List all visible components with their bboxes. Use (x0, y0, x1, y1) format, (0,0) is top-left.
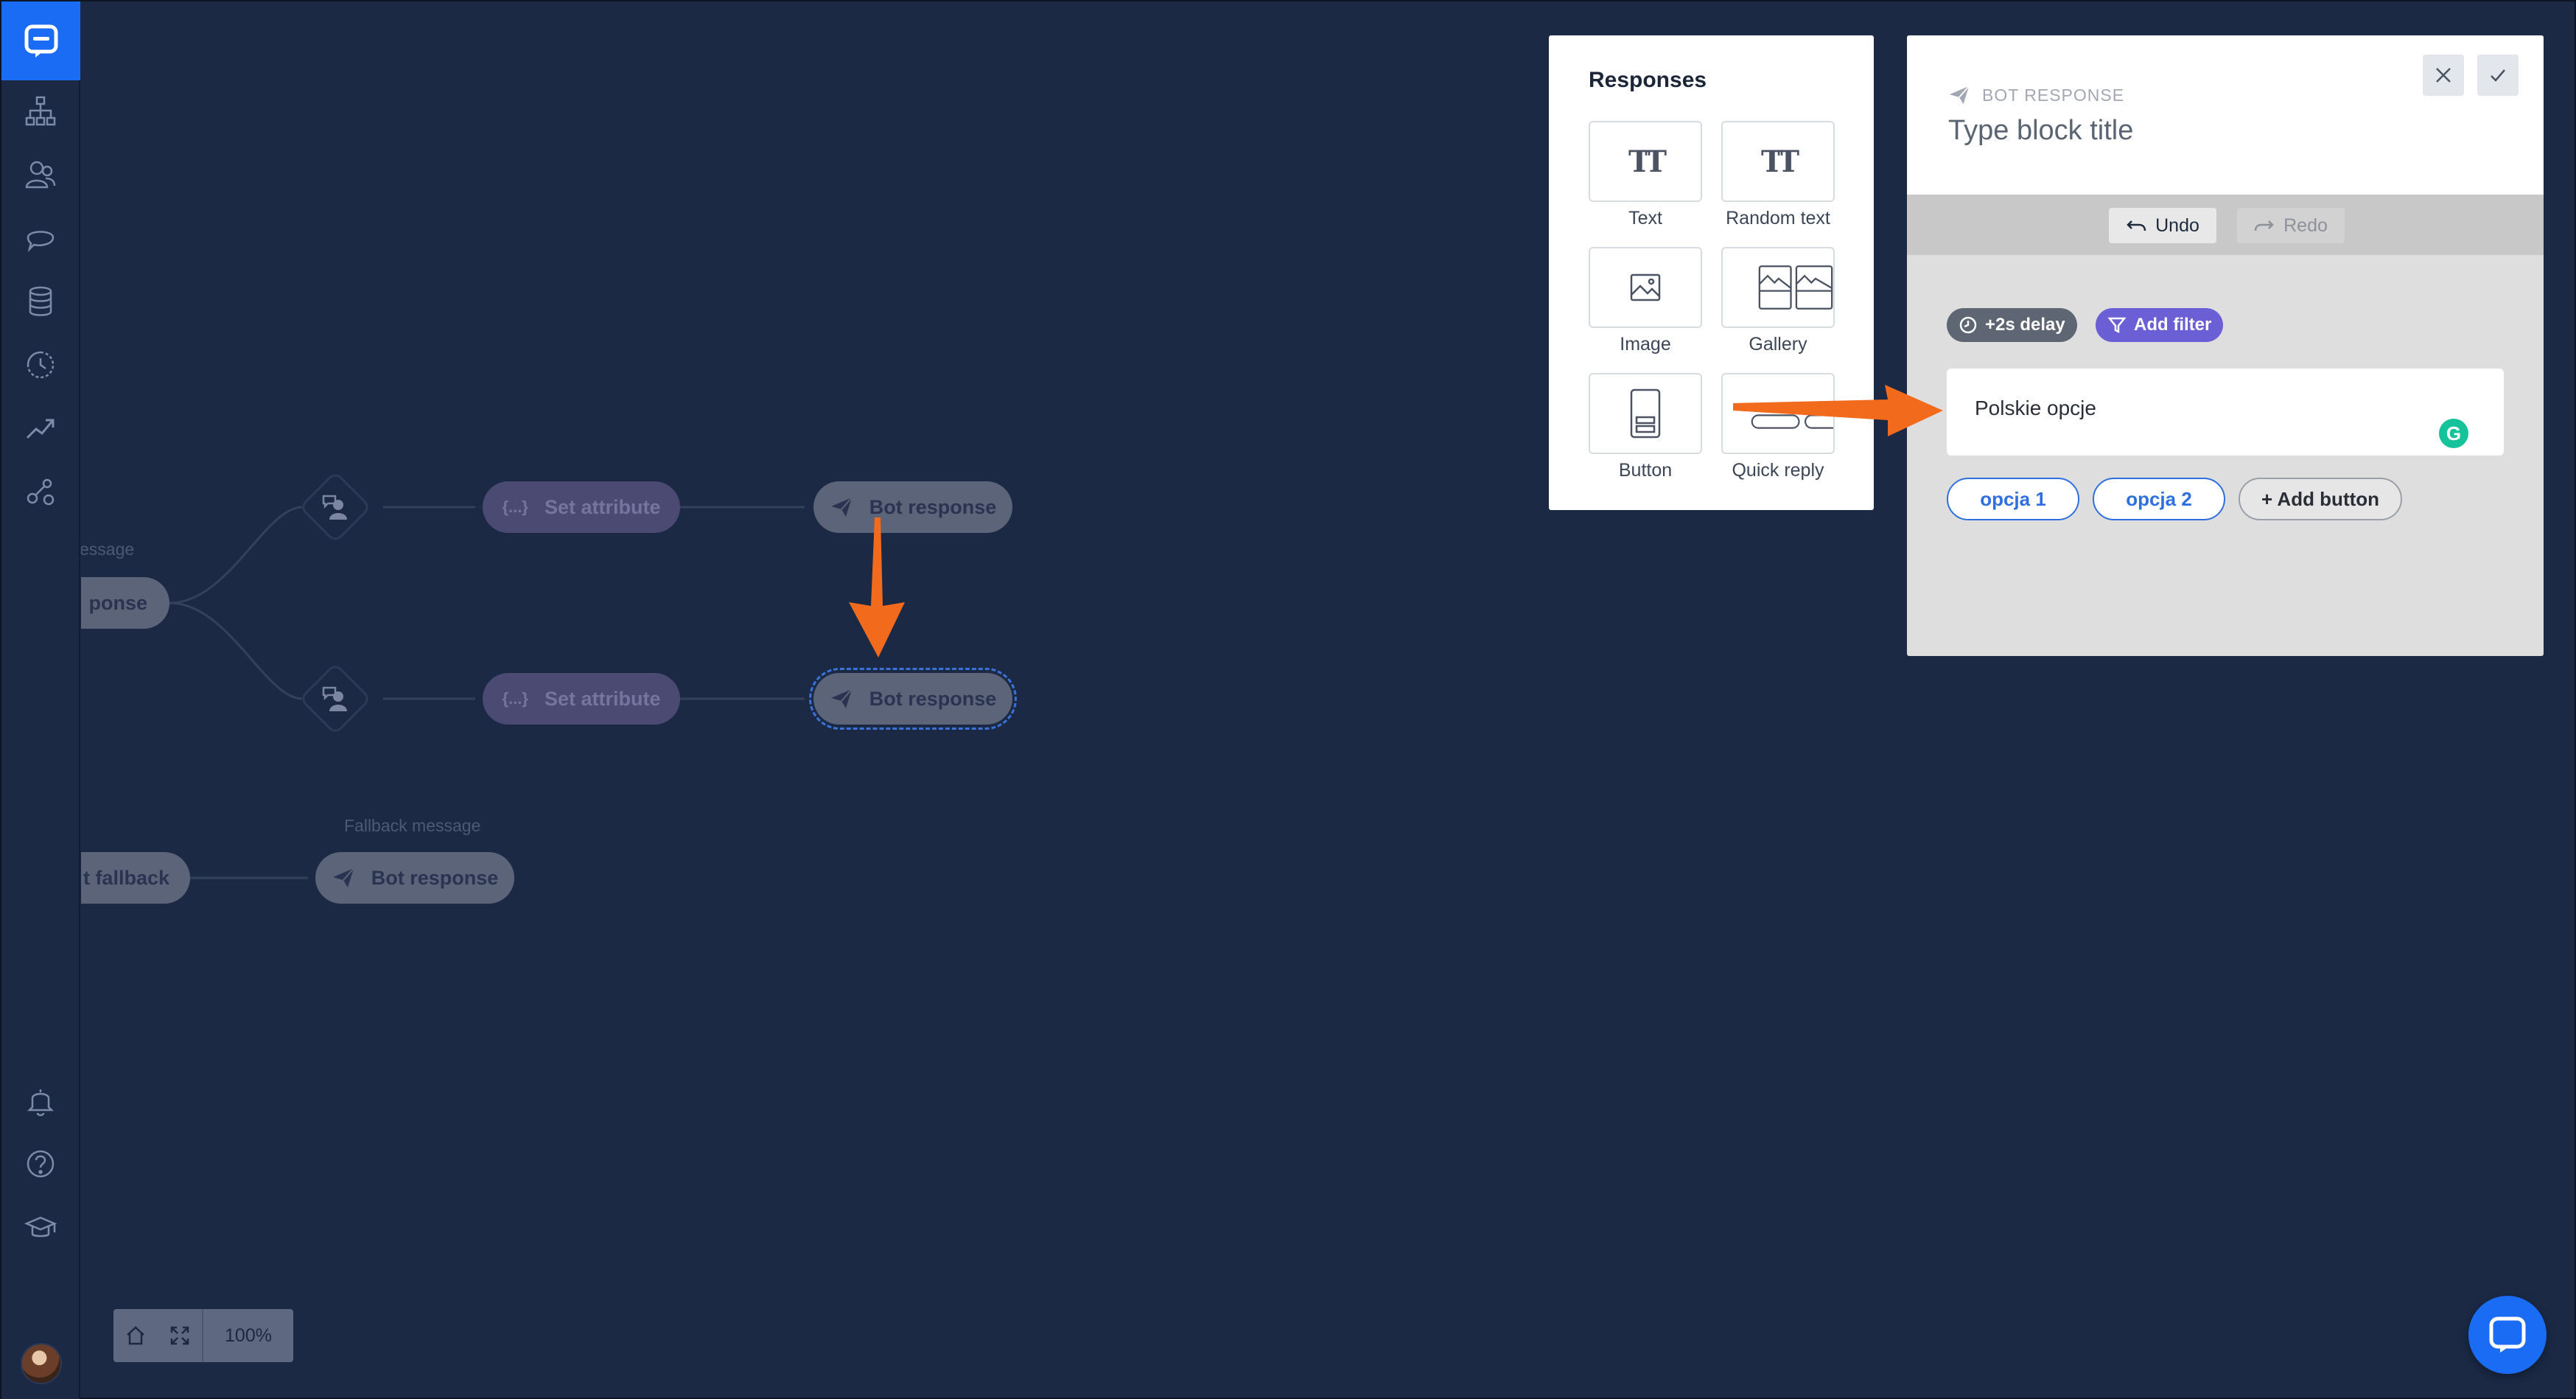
block-title-input[interactable]: Type block title (1948, 115, 2134, 146)
node-label: Bot response (371, 866, 499, 889)
bell-icon[interactable] (21, 1081, 60, 1120)
redo-button[interactable]: Redo (2237, 208, 2345, 243)
chat-bubble-icon[interactable] (21, 218, 60, 258)
avatar[interactable] (21, 1343, 62, 1384)
user-chat-icon (315, 677, 356, 719)
toolbar-divider (202, 1309, 203, 1362)
confirm-button[interactable] (2477, 55, 2519, 96)
quick-reply-icon (1721, 373, 1835, 454)
paper-plane-icon (1949, 86, 1970, 105)
response-label: Gallery (1749, 334, 1807, 355)
paper-plane-icon (332, 866, 355, 890)
paper-plane-icon (830, 687, 853, 711)
editor-header: BOT RESPONSE Type block title (1907, 35, 2544, 195)
bot-response-node[interactable]: Bot response (813, 481, 1012, 533)
set-attribute-node[interactable]: {...} Set attribute (483, 673, 680, 725)
node-label: Bot response (869, 687, 997, 710)
database-icon[interactable] (21, 282, 60, 321)
flow-connectors (169, 506, 805, 879)
fallback-bot-response-node[interactable]: Bot response (315, 852, 514, 904)
image-icon (1589, 247, 1702, 328)
undo-button[interactable]: Undo (2109, 208, 2216, 243)
chat-logo-icon[interactable] (1, 1, 80, 80)
undo-label: Undo (2155, 214, 2199, 236)
sitemap-icon[interactable] (21, 91, 60, 131)
responses-title: Responses (1589, 68, 1707, 92)
message-text[interactable]: Polskie opcje (1975, 397, 2096, 419)
user-chat-icon (315, 486, 356, 527)
node-label: ponse (88, 591, 147, 614)
chat-widget-icon (2489, 1316, 2526, 1353)
response-label: Text (1628, 208, 1662, 228)
option-button[interactable]: opcja 1 (1947, 478, 2079, 520)
filter-icon (2107, 317, 2127, 334)
response-label: Random text (1726, 208, 1830, 228)
button-block-icon (1589, 373, 1702, 454)
fullscreen-icon[interactable] (158, 1309, 202, 1362)
redo-label: Redo (2283, 214, 2328, 236)
node-label: t fallback (83, 866, 169, 889)
response-label: Quick reply (1732, 460, 1824, 481)
zoom-toolbar: 100% (113, 1309, 293, 1362)
responses-panel: Responses TT Text TT Random text Image G… (1549, 35, 1874, 510)
response-button[interactable]: Button (1589, 373, 1702, 481)
set-attribute-node[interactable]: {...} Set attribute (483, 481, 680, 533)
bot-response-node-partial[interactable]: ponse (81, 577, 169, 629)
graduation-cap-icon[interactable] (21, 1207, 60, 1247)
response-image[interactable]: Image (1589, 247, 1702, 355)
bot-response-node-selected[interactable]: Bot response (813, 673, 1012, 725)
block-kind: BOT RESPONSE (1948, 84, 2124, 106)
fallback-node-partial[interactable]: t fallback (81, 852, 190, 904)
add-filter-label: Add filter (2134, 315, 2212, 335)
node-label: Set attribute (544, 495, 661, 518)
close-icon (2436, 68, 2451, 83)
response-label: Button (1618, 460, 1673, 481)
history-icon[interactable] (21, 345, 60, 385)
response-random-text[interactable]: TT Random text (1721, 121, 1835, 229)
close-button[interactable] (2423, 55, 2464, 96)
option-button[interactable]: opcja 2 (2093, 478, 2225, 520)
redo-icon (2254, 220, 2274, 231)
response-gallery[interactable]: Gallery (1721, 247, 1835, 355)
check-icon (2491, 69, 2505, 82)
trending-icon[interactable] (21, 408, 60, 448)
grammarly-icon[interactable]: G (2439, 419, 2468, 448)
braces-icon: {...} (502, 689, 528, 708)
help-icon[interactable] (21, 1144, 60, 1184)
response-label: Image (1620, 334, 1671, 355)
undo-icon (2127, 220, 2146, 231)
add-filter-button[interactable]: Add filter (2096, 308, 2224, 342)
bot-response-editor: BOT RESPONSE Type block title Undo Redo … (1907, 35, 2544, 656)
random-text-icon: TT (1721, 121, 1835, 202)
response-quick-reply[interactable]: Quick reply (1721, 373, 1835, 481)
block-kind-label: BOT RESPONSE (1982, 85, 2125, 105)
chat-widget-button[interactable] (2468, 1296, 2547, 1374)
response-text[interactable]: TT Text (1589, 121, 1702, 229)
braces-icon: {...} (502, 498, 528, 516)
message-text-field[interactable]: Polskie opcje G (1947, 369, 2504, 456)
home-icon[interactable] (113, 1309, 158, 1362)
clock-icon (1959, 316, 1977, 334)
paper-plane-icon (830, 495, 853, 519)
fallback-caption: Fallback message (344, 816, 481, 835)
gallery-icon (1721, 247, 1835, 328)
delay-label: +2s delay (1985, 315, 2065, 335)
flow-canvas[interactable]: essage ponse {...} Set attribute {...} (81, 1, 2576, 1399)
add-button-button[interactable]: + Add button (2239, 478, 2402, 520)
node-label: Set attribute (544, 687, 661, 710)
undo-redo-bar: Undo Redo (1907, 195, 2544, 255)
users-icon[interactable] (21, 155, 60, 195)
zoom-level[interactable]: 100% (225, 1325, 272, 1346)
node-label: Bot response (869, 495, 997, 518)
integrations-icon[interactable] (21, 472, 60, 512)
node-caption: essage (81, 540, 135, 559)
selection-outline (809, 668, 1017, 730)
sidebar (1, 1, 80, 1399)
delay-chip[interactable]: +2s delay (1947, 308, 2077, 342)
text-format-icon: TT (1589, 121, 1702, 202)
